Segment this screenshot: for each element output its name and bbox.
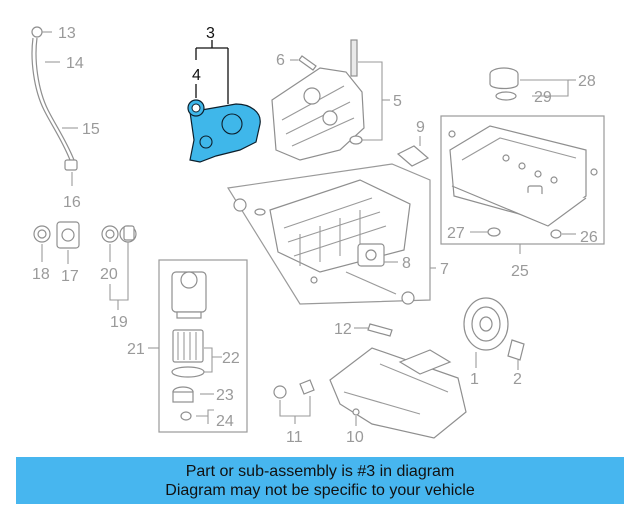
- crank-pulley: [463, 297, 525, 370]
- callout-9: 9: [416, 119, 425, 136]
- callout-3-leaders: [195, 40, 229, 104]
- callout-28: 28: [578, 73, 596, 90]
- oil-filler-cap: [489, 67, 576, 101]
- oil-filter-parts: [148, 271, 222, 424]
- part-12-bolt: [354, 323, 393, 337]
- callout-8: 8: [402, 255, 411, 272]
- callout-21: 21: [127, 341, 145, 358]
- valve-cover: [448, 125, 598, 254]
- callout-22: 22: [222, 350, 240, 367]
- callout-23: 23: [216, 387, 234, 404]
- callout-20: 20: [100, 266, 118, 283]
- info-banner: Part or sub-assembly is #3 in diagram Di…: [16, 457, 624, 504]
- callout-26: 26: [580, 229, 598, 246]
- callout-11: 11: [286, 429, 303, 446]
- callout-18: 18: [32, 266, 50, 283]
- valve-cover-group-box: [440, 115, 605, 245]
- oil-pan: [329, 347, 467, 439]
- callout-15: 15: [82, 121, 100, 138]
- callout-4: 4: [192, 67, 201, 84]
- cylinder-head: [271, 39, 390, 161]
- banner-line-part: Part or sub-assembly is #3 in diagram: [185, 462, 455, 480]
- callout-1: 1: [470, 371, 479, 388]
- callout-25: 25: [511, 263, 529, 280]
- callout-3: 3: [206, 25, 215, 42]
- banner-line-disclaimer: Diagram may not be specific to your vehi…: [165, 481, 475, 499]
- sensor-parts: [33, 221, 137, 310]
- callout-27: 27: [447, 225, 465, 242]
- callout-12: 12: [334, 321, 352, 338]
- callout-14: 14: [66, 55, 84, 72]
- callout-29: 29: [534, 89, 552, 106]
- callout-16: 16: [63, 194, 81, 211]
- callout-17: 17: [61, 268, 79, 285]
- callout-10: 10: [346, 429, 364, 446]
- callout-24: 24: [216, 413, 234, 430]
- timing-cover-highlighted: [187, 99, 261, 163]
- callout-7: 7: [440, 261, 449, 278]
- part-9: [396, 136, 430, 167]
- parts-diagram: 13 14 15 16 18 17 20 19 21 22: [31, 25, 605, 446]
- part-11-parts: [273, 379, 315, 424]
- dipstick-assembly: [31, 26, 78, 186]
- callout-19: 19: [110, 314, 128, 331]
- callout-6: 6: [276, 52, 285, 69]
- intake-manifold: [233, 179, 415, 305]
- callout-2: 2: [513, 371, 522, 388]
- oil-filter-group-box: [158, 259, 248, 433]
- callout-13: 13: [58, 25, 76, 42]
- intake-group-outline: [227, 163, 431, 305]
- callout-5: 5: [393, 93, 402, 110]
